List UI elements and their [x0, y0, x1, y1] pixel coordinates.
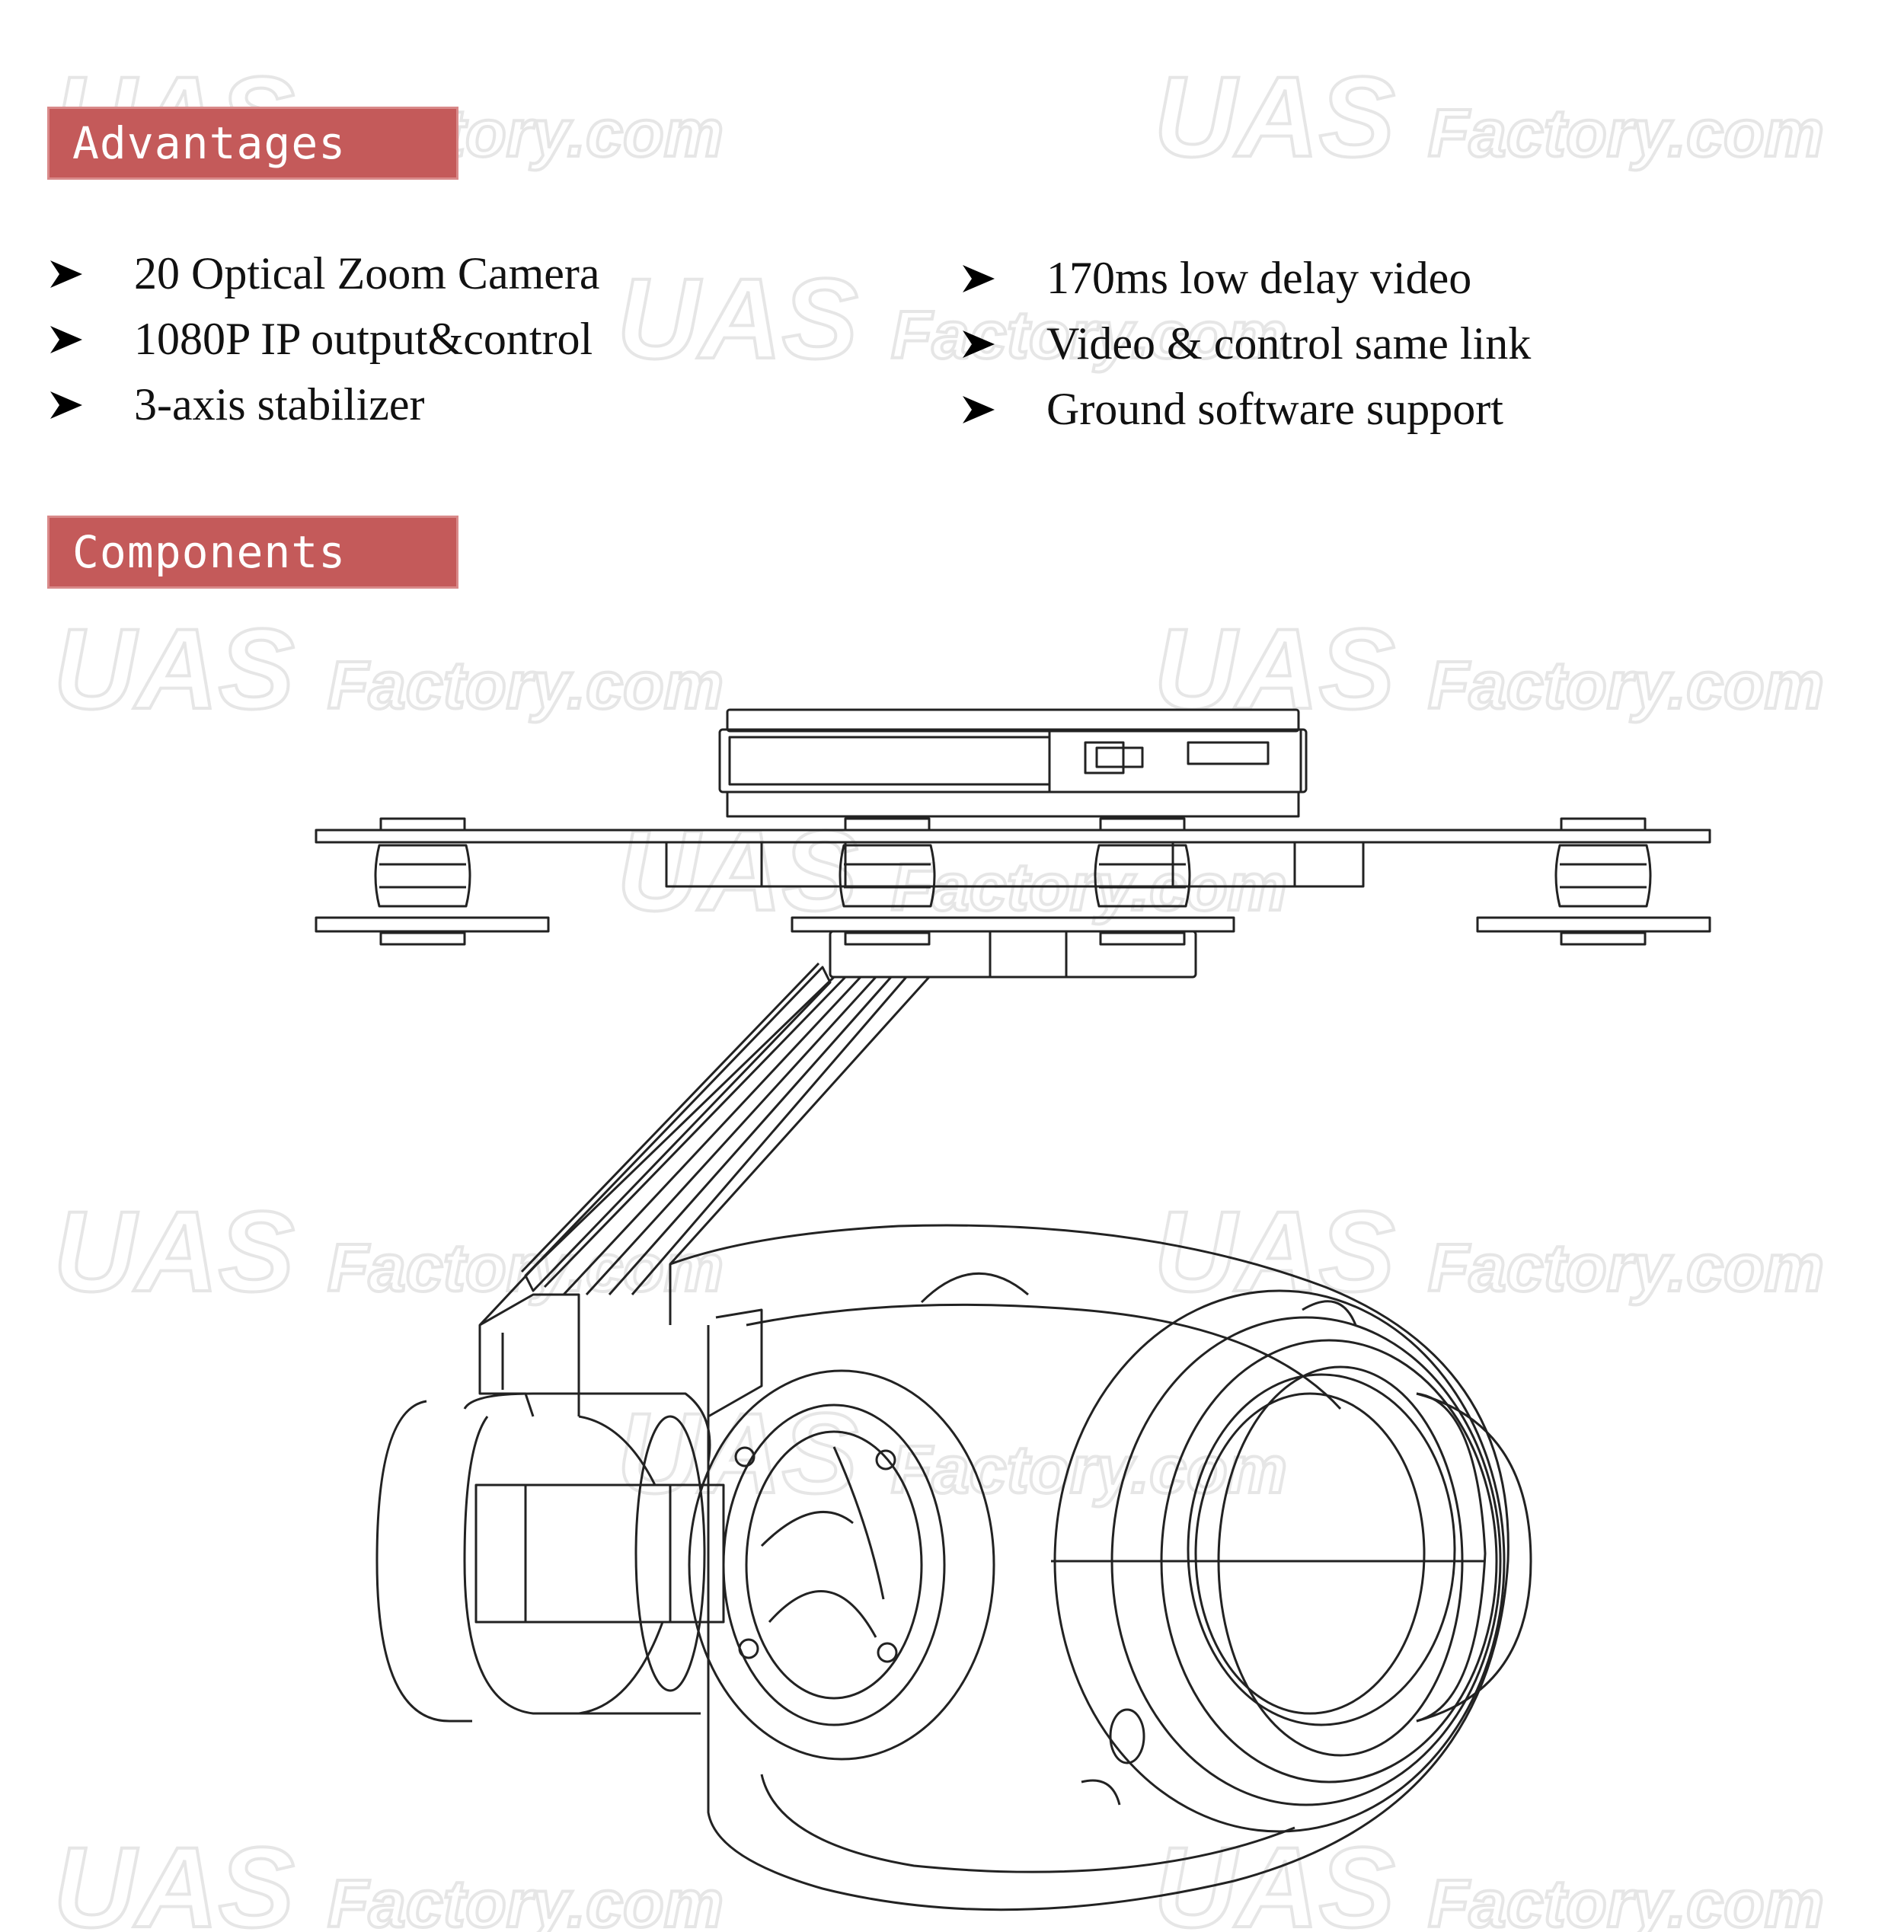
camera-body [375, 1224, 1532, 1911]
damper-ball [839, 817, 936, 946]
arrow-bullet-icon [963, 396, 995, 423]
arrow-bullet-icon [50, 326, 82, 353]
bottom-mount-plate [315, 916, 1711, 979]
list-item: 20 Optical Zoom Camera [49, 241, 887, 306]
list-item: Ground software support [961, 376, 1875, 442]
list-item: 170ms low delay video [961, 245, 1875, 311]
advantage-label: Video & control same link [1046, 318, 1532, 369]
list-item: Video & control same link [961, 311, 1875, 376]
top-mount-plate [315, 829, 1711, 888]
control-box [718, 708, 1308, 818]
section-banner-advantages: Advantages [47, 107, 458, 180]
camera-lens [1053, 1289, 1506, 1833]
list-item: 3-axis stabilizer [49, 372, 887, 437]
arrow-bullet-icon [963, 265, 995, 292]
advantage-label: 1080P IP output&control [134, 314, 593, 364]
arrow-bullet-icon [963, 331, 995, 358]
arrow-bullet-icon [50, 260, 82, 288]
roll-bracket [474, 1415, 725, 1715]
section-title: Components [72, 526, 347, 578]
advantage-label: 3-axis stabilizer [134, 379, 425, 430]
damper-ball [1094, 817, 1191, 946]
advantage-label: 170ms low delay video [1046, 253, 1472, 303]
section-banner-components: Components [47, 516, 458, 589]
advantages-list-left: 20 Optical Zoom Camera 1080P IP output&c… [49, 241, 887, 437]
pitch-motor [688, 1369, 995, 1761]
damper-ball [374, 817, 471, 946]
advantage-label: Ground software support [1046, 384, 1503, 434]
advantage-label: 20 Optical Zoom Camera [134, 248, 600, 299]
damper-ball [1554, 817, 1652, 946]
advantages-list-right: 170ms low delay video Video & control sa… [961, 245, 1875, 442]
section-title: Advantages [72, 117, 347, 169]
list-item: 1080P IP output&control [49, 306, 887, 372]
arrow-bullet-icon [50, 391, 82, 419]
gimbal-arm [478, 962, 931, 1417]
